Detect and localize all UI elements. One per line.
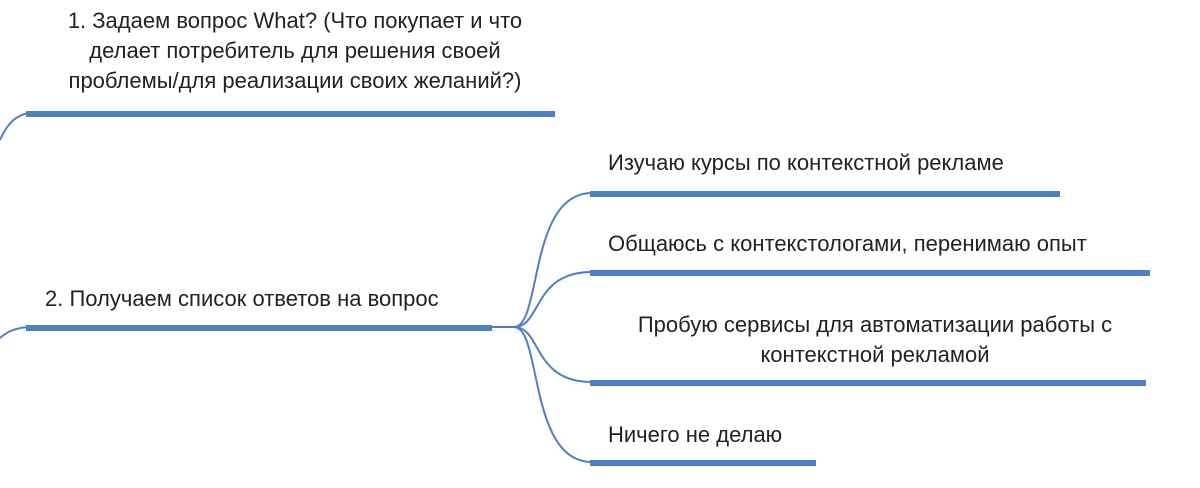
connector-branch-1 — [490, 192, 593, 328]
answer-4-text: Ничего не делаю — [608, 422, 783, 447]
answer-3-underline — [590, 380, 1146, 386]
answer-3-text: Пробую сервисы для автоматизации работы … — [595, 310, 1155, 370]
connector-branch-3 — [513, 326, 593, 383]
answer-2-underline — [590, 270, 1150, 276]
question-node-text: 1. Задаем вопрос What? (Что покупает и ч… — [20, 6, 570, 96]
answer-4-underline — [590, 460, 816, 466]
question-line-1: 1. Задаем вопрос What? (Что покупает и ч… — [67, 8, 523, 33]
answer-1-underline — [590, 191, 1060, 197]
question-node-underline — [26, 111, 555, 117]
answers-header-text: 2. Получаем список ответов на вопрос — [45, 286, 439, 311]
answers-header-underline — [26, 325, 492, 331]
question-line-2: делает потребитель для решения своей — [89, 38, 501, 63]
question-line-3: проблемы/для реализации своих желаний?) — [68, 68, 522, 93]
connector-branch-2 — [513, 271, 593, 328]
answer-1-text: Изучаю курсы по контекстной рекламе — [608, 150, 1004, 175]
answer-3-line-2: контекстной рекламой — [760, 342, 990, 367]
answer-3-line-1: Пробую сервисы для автоматизации работы … — [637, 312, 1113, 337]
connector-branch-4 — [513, 326, 593, 463]
connector-root-answers — [0, 326, 29, 339]
connector-root-question — [0, 112, 29, 141]
answer-2-text: Общаюсь с контекстологами, перенимаю опы… — [608, 231, 1087, 256]
